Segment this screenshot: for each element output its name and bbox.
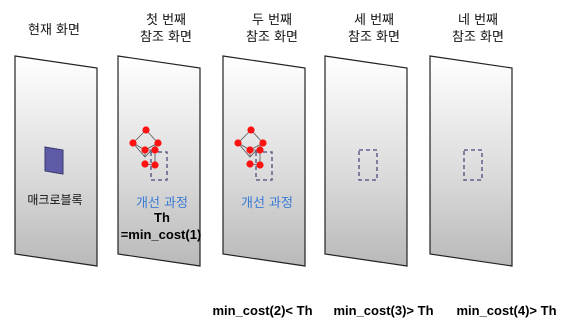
condition-ref4: min_cost(4)> Th xyxy=(456,303,557,318)
search-point xyxy=(129,139,137,147)
search-point xyxy=(141,160,149,168)
search-point xyxy=(247,126,255,134)
threshold-label: Th xyxy=(154,210,170,225)
frame-ref3 xyxy=(324,55,408,267)
search-point xyxy=(151,146,159,154)
frame-title-ref1: 첫 번째 참조 화면 xyxy=(140,13,192,45)
frame-ref2 xyxy=(222,55,306,267)
search-pattern-ref2 xyxy=(234,126,273,181)
condition-ref3: min_cost(3)> Th xyxy=(333,303,434,318)
frame-ref4 xyxy=(429,55,513,267)
frame-title-current: 현재 화면 xyxy=(28,23,80,38)
search-point xyxy=(246,160,254,168)
search-point xyxy=(154,139,162,147)
refine-label-ref2: 개선 과정 xyxy=(241,196,293,211)
search-point xyxy=(234,139,242,147)
macroblock-label: 매크로블록 xyxy=(27,193,83,207)
search-point xyxy=(142,126,150,134)
frame-title-ref4: 네 번째 참조 화면 xyxy=(452,13,504,45)
condition-ref2: min_cost(2)< Th xyxy=(212,303,313,318)
search-point xyxy=(246,146,254,154)
search-point xyxy=(256,161,264,169)
frame-title-ref3: 세 번째 참조 화면 xyxy=(348,13,400,45)
search-pattern-ref1 xyxy=(129,126,168,181)
dashed-block-ref4 xyxy=(463,149,483,181)
search-point xyxy=(151,161,159,169)
frame-ref1 xyxy=(117,55,201,267)
search-point xyxy=(259,139,267,147)
dashed-block-ref3 xyxy=(358,149,378,181)
frame-title-ref2: 두 번째 참조 화면 xyxy=(246,13,298,45)
search-point xyxy=(141,146,149,154)
refine-label-ref1: 개선 과정 xyxy=(136,196,188,211)
search-point xyxy=(256,146,264,154)
macroblock-shape xyxy=(44,146,64,175)
threshold-eq-label: =min_cost(1) xyxy=(120,227,202,242)
